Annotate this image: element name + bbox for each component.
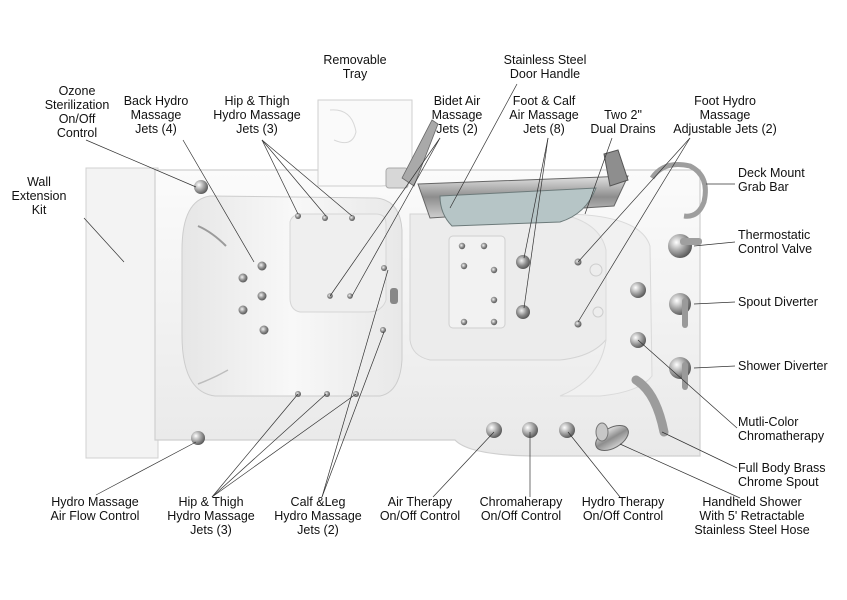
label-hip-thigh-bottom: Hip & Thigh Hydro Massage Jets (3) bbox=[167, 495, 255, 537]
leader-door-handle bbox=[449, 83, 518, 209]
label-brass-chrome-spout: Full Body Brass Chrome Spout bbox=[738, 461, 826, 489]
label-chromatherapy: Mutli-Color Chromatherapy bbox=[738, 415, 825, 443]
label-hip-thigh-top: Hip & Thigh Hydro Massage Jets (3) bbox=[213, 94, 301, 136]
leader-foot-hydro-1 bbox=[577, 137, 691, 263]
removable-tray bbox=[317, 99, 439, 189]
leader-wall-extension bbox=[83, 217, 125, 263]
leader-ozone bbox=[85, 139, 197, 188]
leader-calf-leg-2 bbox=[321, 269, 389, 498]
label-back-hydro-massage: Back Hydro Massage Jets (4) bbox=[123, 94, 189, 136]
label-calf-leg-hydro: Calf &Leg Hydro Massage Jets (2) bbox=[274, 495, 362, 537]
leader-hydro-therapy-control bbox=[567, 431, 621, 498]
label-deck-mount-grab-bar: Deck Mount Grab Bar bbox=[738, 166, 805, 194]
label-chromatherapy-control: Chromaherapy On/Off Control bbox=[479, 495, 563, 523]
leader-back-hydro bbox=[182, 139, 255, 263]
leader-drains bbox=[584, 137, 613, 215]
leader-hip-thigh-top-2 bbox=[261, 139, 327, 217]
leader-bidet-2 bbox=[351, 137, 441, 297]
label-ozone-sterilization: Ozone Sterilization On/Off Control bbox=[44, 84, 110, 140]
label-bidet-air-massage: Bidet Air Massage Jets (2) bbox=[431, 94, 483, 136]
leader-shower-diverter bbox=[693, 365, 736, 369]
massage-jets bbox=[238, 213, 604, 397]
leader-foot-hydro-2 bbox=[577, 137, 691, 323]
leader-spout bbox=[661, 431, 738, 469]
label-dual-drains: Two 2" Dual Drains bbox=[590, 108, 656, 136]
label-foot-hydro-adjustable: Foot Hydro Massage Adjustable Jets (2) bbox=[673, 94, 777, 136]
tub-door bbox=[417, 149, 629, 227]
tub-shell bbox=[154, 169, 701, 457]
label-shower-diverter: Shower Diverter bbox=[738, 359, 828, 373]
leader-hip-thigh-bottom-1 bbox=[211, 393, 299, 498]
leader-handheld-shower bbox=[619, 443, 741, 499]
leader-hip-thigh-bottom-3 bbox=[211, 393, 357, 498]
leader-spout-diverter bbox=[693, 301, 736, 305]
leader-hip-thigh-top-3 bbox=[261, 139, 353, 217]
faucet-hardware bbox=[595, 162, 708, 451]
label-air-flow-control: Hydro Massage Air Flow Control bbox=[50, 495, 140, 523]
leader-hip-thigh-top-1 bbox=[261, 139, 299, 215]
leader-thermostatic bbox=[693, 241, 736, 247]
leader-air-therapy-control bbox=[432, 431, 495, 498]
label-thermostatic-valve: Thermostatic Control Valve bbox=[738, 228, 813, 256]
rim-controls bbox=[191, 180, 575, 445]
label-hydro-therapy-control: Hydro Therapy On/Off Control bbox=[581, 495, 665, 523]
leader-foot-calf-1 bbox=[523, 137, 549, 259]
label-stainless-door-handle: Stainless Steel Door Handle bbox=[503, 53, 587, 81]
leader-air-flow bbox=[95, 441, 197, 496]
label-foot-calf-air: Foot & Calf Air Massage Jets (8) bbox=[509, 94, 579, 136]
leader-chromatherapy bbox=[637, 339, 738, 429]
leader-bidet-1 bbox=[329, 137, 441, 297]
leader-foot-calf-2 bbox=[523, 137, 549, 309]
label-air-therapy-control: Air Therapy On/Off Control bbox=[379, 495, 461, 523]
leader-hip-thigh-bottom-2 bbox=[211, 393, 327, 498]
leader-calf-leg-1 bbox=[321, 331, 385, 498]
label-wall-extension-kit: Wall Extension Kit bbox=[11, 175, 67, 217]
label-removable-tray: Removable Tray bbox=[323, 53, 387, 81]
label-handheld-shower: Handheld Shower With 5' Retractable Stai… bbox=[694, 495, 810, 537]
label-spout-diverter: Spout Diverter bbox=[738, 295, 818, 309]
